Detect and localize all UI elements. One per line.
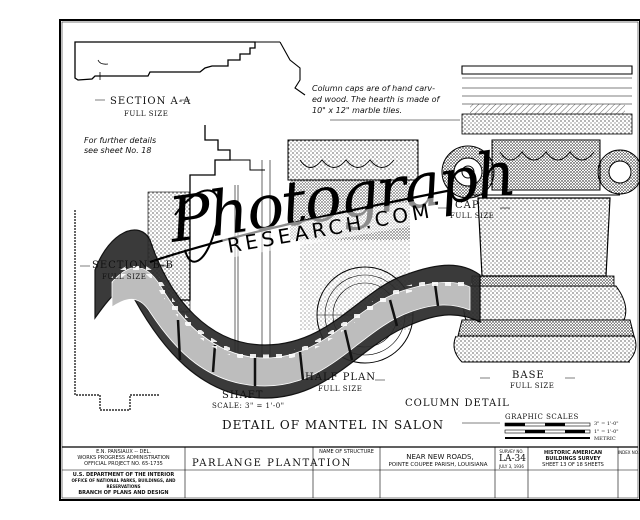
section-bb-label: SECTION B-B: [92, 260, 174, 271]
shaft-label: SHAFT: [222, 390, 264, 401]
graphic-scales-label: GRAPHIC SCALES: [505, 413, 579, 421]
survey-no: LA-34: [499, 454, 526, 464]
cap-label: CAP: [455, 200, 480, 211]
column-caps-note-2: ed wood. The hearth is made of: [312, 95, 440, 104]
metric-label: METRIC: [594, 436, 616, 442]
half-plan-scale: FULL SIZE: [318, 385, 363, 393]
location-line-1: NEAR NEW ROADS,: [406, 453, 474, 461]
mantel-detail-title: DETAIL OF MANTEL IN SALON: [222, 418, 445, 432]
location-line-2: POINTE COUPEE PARISH, LOUISIANA: [388, 462, 488, 468]
habs-block: HISTORIC AMERICAN BUILDINGS SURVEY SHEET…: [528, 450, 618, 468]
index-label: INDEX NO.: [618, 450, 640, 455]
survey-no-label: SURVEY NO.: [499, 449, 524, 454]
sheet-line: SHEET 13 OF 18 SHEETS: [542, 462, 604, 468]
scale-2-label: 1" = 1'-0": [594, 429, 619, 435]
dept-line: U.S. DEPARTMENT OF THE INTERIOR: [72, 472, 175, 478]
section-aa-label: SECTION A-A: [110, 96, 192, 107]
project-no: OFFICIAL PROJECT NO. 65-1735: [84, 461, 163, 467]
column-caps-note-1: Column caps are of hand carv-: [312, 84, 436, 93]
wpa-line: WORKS PROGRESS ADMINISTRATION: [77, 455, 170, 461]
cap-scale: FULL SIZE: [450, 212, 495, 220]
base-label: BASE: [512, 370, 545, 381]
structure-label: NAME OF STRUCTURE: [319, 449, 374, 455]
further-details-note: For further details: [84, 136, 157, 145]
section-aa-scale: FULL SIZE: [124, 110, 169, 118]
title-block-dept: U.S. DEPARTMENT OF THE INTERIOR OFFICE O…: [62, 472, 185, 496]
structure-name: PARLANGE PLANTATION: [192, 458, 352, 469]
column-caps-note-3: 10" x 12" marble tiles.: [312, 106, 403, 115]
see-sheet-note: see sheet No. 18: [84, 146, 152, 155]
column-detail-label: COLUMN DETAIL: [405, 398, 510, 409]
base-scale: FULL SIZE: [510, 382, 555, 390]
survey-date: JULY 3, 1936: [499, 464, 524, 469]
scale-1-label: 3" = 1'-0": [594, 421, 619, 427]
habs-line-2: BUILDINGS SURVEY: [545, 456, 601, 462]
column-cap-outline: [461, 65, 633, 75]
drawn-by: E.N. PANSIAUX -- DEL.: [96, 449, 151, 455]
section-aa-profile: [74, 41, 256, 81]
branch-line: BRANCH OF PLANS AND DESIGN: [78, 490, 169, 496]
habs-line-1: HISTORIC AMERICAN: [543, 450, 603, 456]
section-bb-scale: FULL SIZE: [102, 273, 147, 281]
office-line: OFFICE OF NATIONAL PARKS, BUILDINGS, AND…: [71, 478, 176, 489]
half-plan-label: HALF PLAN: [305, 372, 377, 383]
shaft-scale: SCALE: 3" = 1'-0": [212, 402, 285, 410]
title-block-left: E.N. PANSIAUX -- DEL. WORKS PROGRESS ADM…: [62, 449, 185, 467]
